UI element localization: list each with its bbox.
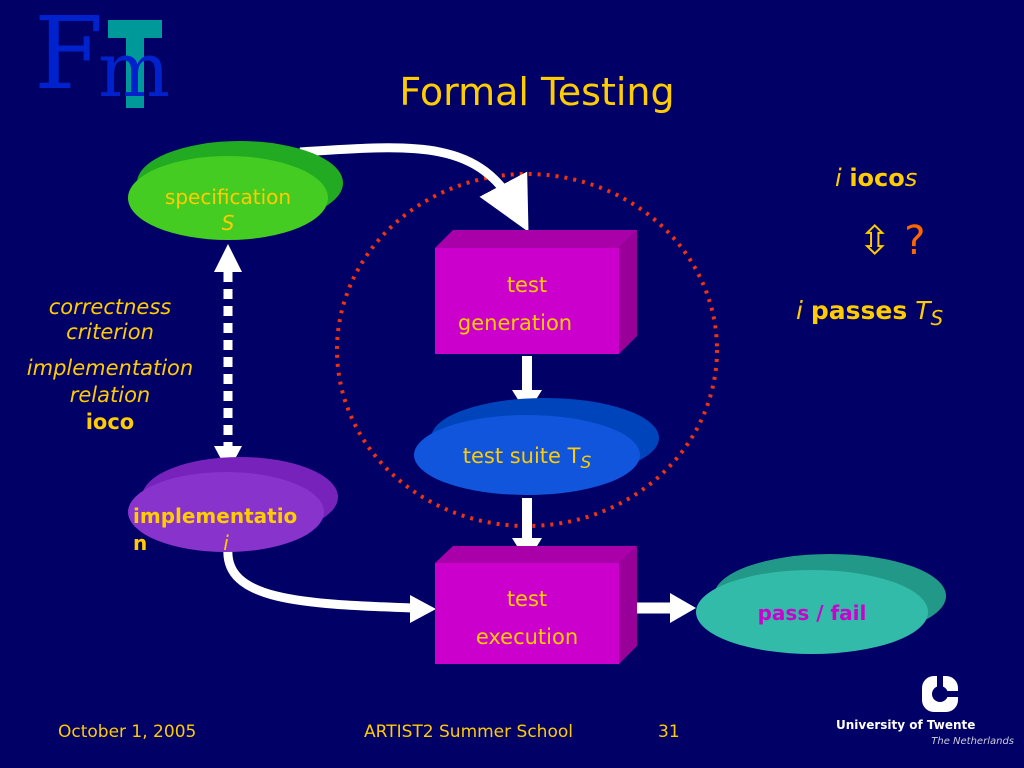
impl-label-line1: implementatio [133, 504, 298, 528]
spec-oval [128, 156, 328, 240]
logo-letter-f: F [34, 0, 104, 112]
impl-label-symbol: i [223, 531, 229, 555]
implementation-relation-text: implementation relation ioco [10, 355, 210, 436]
passes-keyword: passes [810, 296, 908, 325]
gen-label-line2: generation [457, 311, 573, 335]
university-name: University of Twente [836, 718, 976, 732]
relation-line2: relation [69, 383, 151, 407]
suite-oval [414, 415, 640, 495]
spec-label: specification S [128, 184, 328, 236]
ioco-i: i [835, 164, 842, 192]
correctness-line2: criterion [66, 320, 154, 344]
footer-date: October 1, 2005 [58, 722, 197, 742]
footer-event: ARTIST2 Summer School [364, 722, 573, 742]
exec-label-line2: execution [475, 625, 579, 649]
suite-label-text: test suite T [462, 444, 581, 468]
exec-box-side [619, 546, 637, 664]
gen-label: test generation [435, 266, 619, 342]
exec-box-front [435, 563, 619, 664]
logo-teal-stem [126, 20, 144, 108]
arrow-impl-to-execution [223, 547, 413, 613]
passes-statement: i passes TS [796, 296, 943, 330]
exec-box-top [435, 546, 637, 563]
dotted-circle [335, 172, 719, 528]
twente-emblem-icon [922, 676, 958, 712]
correctness-line1: correctness [48, 295, 172, 319]
ioco-s: s [904, 164, 918, 192]
suite-label: test suite TS [414, 444, 640, 473]
gen-box-top [435, 230, 637, 248]
relation-line1: implementation [26, 356, 194, 380]
ioco-keyword: ioco [849, 164, 905, 192]
exec-label-line1: test [506, 587, 548, 611]
gen-label-line1: test [506, 273, 548, 297]
university-logo: University of Twente The Netherlands [836, 672, 1016, 752]
correctness-criterion-text: correctness criterion [10, 295, 210, 345]
gen-box-front [435, 248, 619, 354]
exec-label: test execution [435, 580, 619, 656]
passes-sub: S [930, 306, 944, 330]
relation-ioco: ioco [85, 410, 135, 434]
question-mark: ? [904, 218, 926, 264]
suite-label-sub: S [580, 453, 592, 474]
gen-box-side [619, 230, 637, 354]
footer-page-number: 31 [658, 722, 680, 742]
passes-i: i [796, 296, 803, 325]
arrow-spec-to-generation [299, 143, 529, 232]
arrowhead-up [214, 244, 242, 272]
spec-label-symbol: S [221, 211, 235, 235]
verdict-label: pass / fail [757, 601, 867, 625]
impl-oval [128, 472, 324, 552]
slide-title: Formal Testing [399, 70, 675, 114]
impl-label: implementatio n i [133, 503, 333, 557]
spec-label-line1: specification [164, 185, 292, 209]
passes-t: T [915, 296, 931, 325]
logo-letter-m: m [98, 25, 171, 114]
verdict-oval [696, 570, 928, 654]
impl-label-line2a: n [133, 531, 148, 555]
ioco-statement: i iocos [835, 164, 917, 192]
fmt-logo: F m [34, 4, 174, 114]
university-country: The Netherlands [931, 736, 1014, 747]
double-arrow-icon: ⇳ [858, 218, 892, 264]
equivalence-row: ⇳ ? [858, 218, 925, 264]
